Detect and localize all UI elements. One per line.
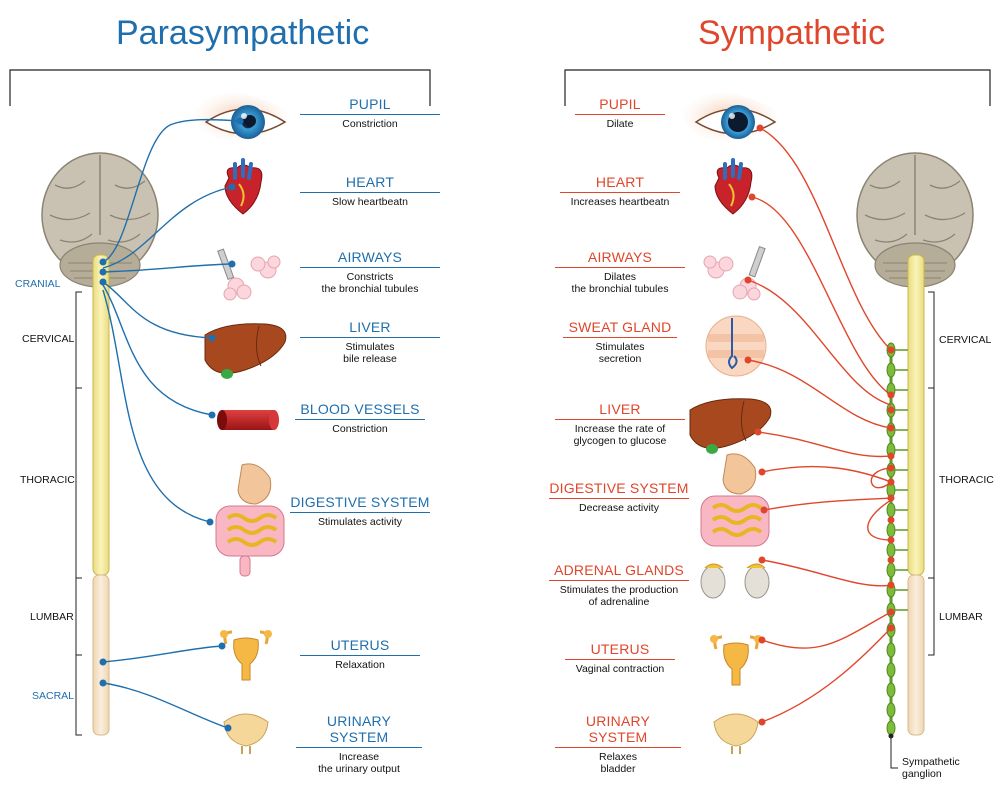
symp-organ-name: URINARY SYSTEM xyxy=(555,713,681,748)
para-label-blood-vessels: BLOOD VESSELS Constriction xyxy=(295,401,425,435)
para-organ-name: LIVER xyxy=(300,319,440,338)
digestive-image-right xyxy=(700,453,770,547)
symp-organ-name: PUPIL xyxy=(575,96,665,115)
para-label-digestive-system: DIGESTIVE SYSTEM Stimulates activity xyxy=(290,494,430,528)
sympathetic-nerves xyxy=(747,127,892,723)
para-organ-name: UTERUS xyxy=(300,637,420,656)
region-cervical-left: CERVICAL xyxy=(22,333,75,345)
symp-label-heart: HEART Increases heartbeatn xyxy=(560,174,680,208)
para-organ-name: BLOOD VESSELS xyxy=(295,401,425,420)
bladder-image-left xyxy=(223,713,269,754)
para-organ-name: PUPIL xyxy=(300,96,440,115)
sympathetic-dots xyxy=(744,124,895,726)
region-lumbar-left: LUMBAR xyxy=(30,611,74,623)
symp-organ-name: AIRWAYS xyxy=(555,249,685,268)
uterus-image-left xyxy=(220,630,272,681)
para-label-liver: LIVER Stimulates bile release xyxy=(300,319,440,365)
bladder-image-right xyxy=(713,713,759,754)
symp-organ-desc: Decrease activity xyxy=(579,502,659,514)
region-lumbar-right: LUMBAR xyxy=(939,611,983,623)
symp-organ-desc: Relaxes bladder xyxy=(599,751,637,775)
left-region-bracket xyxy=(75,291,82,736)
symp-organ-name: HEART xyxy=(560,174,680,193)
adrenal-image-right xyxy=(700,563,770,599)
para-label-airways: AIRWAYS Constricts the bronchial tubules xyxy=(300,249,440,295)
symp-organ-name: DIGESTIVE SYSTEM xyxy=(549,480,689,499)
region-thoracic-left: THORACIC xyxy=(20,474,75,486)
symp-organ-name: SWEAT GLAND xyxy=(563,319,677,338)
symp-organ-desc: Increases heartbeatn xyxy=(570,196,670,208)
heart-image-left xyxy=(224,158,263,215)
airways-image-right xyxy=(703,245,766,301)
symp-label-pupil: PUPIL Dilate xyxy=(575,96,665,130)
para-organ-desc: Relaxation xyxy=(335,659,385,671)
symp-organ-desc: Dilates the bronchial tubules xyxy=(571,271,669,295)
symp-label-adrenal-glands: ADRENAL GLANDS Stimulates the production… xyxy=(549,562,689,608)
symp-organ-desc: Vaginal contraction xyxy=(575,663,665,675)
sweat-gland-image-right xyxy=(705,315,767,377)
symp-organ-name: UTERUS xyxy=(565,641,675,660)
para-organ-desc: Stimulates bile release xyxy=(343,341,397,365)
blood-vessel-image-left xyxy=(217,410,279,430)
eye-image-right xyxy=(680,90,780,143)
region-cervical-right: CERVICAL xyxy=(939,334,992,346)
region-cranial-left: CRANIAL xyxy=(15,278,61,290)
symp-organ-desc: Stimulates secretion xyxy=(595,341,645,365)
parasympathetic-title: Parasympathetic xyxy=(116,14,370,52)
region-sacral-left: SACRAL xyxy=(32,690,75,702)
symp-label-airways: AIRWAYS Dilates the bronchial tubules xyxy=(555,249,685,295)
digestive-image-left xyxy=(215,463,285,577)
liver-image-right xyxy=(689,398,772,454)
para-organ-desc: Slow heartbeatn xyxy=(332,196,408,208)
para-organ-desc: Constriction xyxy=(332,423,388,435)
sympathetic-title: Sympathetic xyxy=(698,14,886,52)
para-organ-name: HEART xyxy=(300,174,440,193)
parasympathetic-nerves xyxy=(102,118,241,729)
para-organ-name: AIRWAYS xyxy=(300,249,440,268)
para-organ-desc: Increase the urinary output xyxy=(318,751,400,775)
parasympathetic-bracket xyxy=(9,69,431,106)
uterus-image-right xyxy=(710,635,762,686)
symp-organ-name: ADRENAL GLANDS xyxy=(549,562,689,581)
symp-label-uterus: UTERUS Vaginal contraction xyxy=(565,641,675,675)
symp-organ-desc: Dilate xyxy=(606,118,634,130)
sympathetic-ganglion-label: Sympathetic ganglion xyxy=(902,756,960,780)
airways-image-left xyxy=(217,248,281,301)
para-organ-desc: Constricts the bronchial tubules xyxy=(321,271,419,295)
symp-label-liver: LIVER Increase the rate of glycogen to g… xyxy=(555,401,685,447)
para-label-pupil: PUPIL Constriction xyxy=(300,96,440,130)
para-label-heart: HEART Slow heartbeatn xyxy=(300,174,440,208)
para-label-urinary-system: URINARY SYSTEM Increase the urinary outp… xyxy=(296,713,422,775)
symp-label-digestive-system: DIGESTIVE SYSTEM Decrease activity xyxy=(549,480,689,514)
parasympathetic-dots xyxy=(99,117,244,732)
right-region-bracket xyxy=(928,291,935,656)
symp-organ-desc: Stimulates the production of adrenaline xyxy=(559,584,679,608)
heart-image-right xyxy=(714,158,753,215)
para-organ-desc: Stimulates activity xyxy=(317,516,403,528)
region-thoracic-right: THORACIC xyxy=(939,474,994,486)
left-spinal-cord xyxy=(92,254,110,736)
eye-image-left xyxy=(192,90,290,143)
para-organ-desc: Constriction xyxy=(342,118,398,130)
liver-image-left xyxy=(204,323,287,379)
symp-organ-desc: Increase the rate of glycogen to glucose xyxy=(573,423,667,447)
para-organ-name: DIGESTIVE SYSTEM xyxy=(290,494,430,513)
para-organ-name: URINARY SYSTEM xyxy=(296,713,422,748)
para-label-uterus: UTERUS Relaxation xyxy=(300,637,420,671)
symp-label-urinary-system: URINARY SYSTEM Relaxes bladder xyxy=(555,713,681,775)
sympathetic-bracket xyxy=(564,69,991,106)
right-spinal-cord xyxy=(907,254,925,736)
symp-label-sweat-gland: SWEAT GLAND Stimulates secretion xyxy=(563,319,677,365)
symp-organ-name: LIVER xyxy=(555,401,685,420)
